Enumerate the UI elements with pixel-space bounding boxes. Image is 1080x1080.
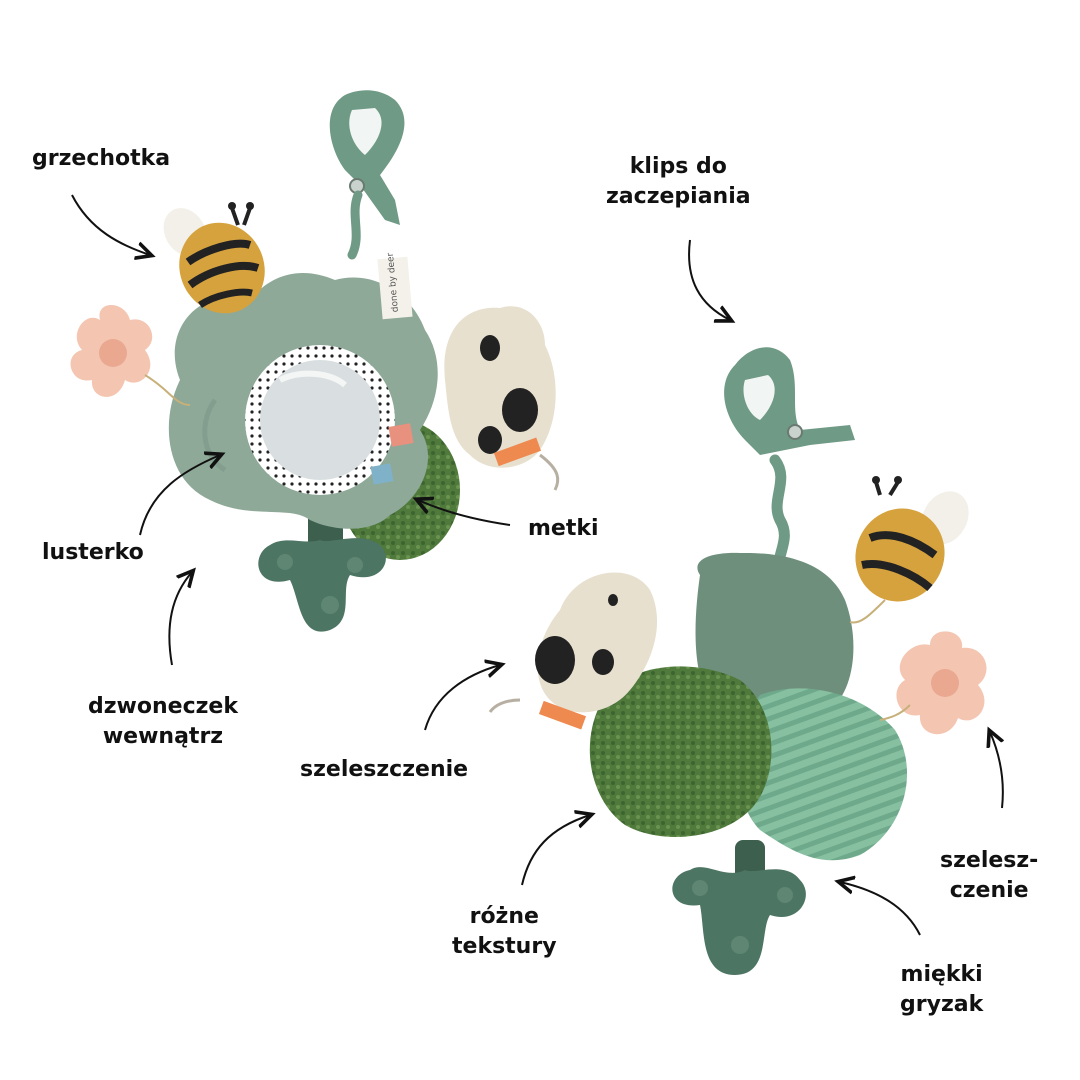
label-teether-line1: miękki bbox=[900, 962, 983, 987]
left-bee bbox=[163, 202, 265, 314]
label-rattle-text: grzechotka bbox=[32, 146, 171, 171]
arrow-crinkle-right bbox=[990, 732, 1003, 809]
label-teether: miękki gryzak bbox=[900, 960, 983, 1020]
arrow-tags bbox=[418, 500, 511, 526]
label-mirror-text: lusterko bbox=[42, 540, 144, 565]
label-textures: różne tekstury bbox=[452, 902, 557, 962]
label-tags-text: metki bbox=[528, 516, 599, 541]
label-clip: klips do zaczepiania bbox=[606, 152, 751, 212]
arrow-rattle bbox=[71, 194, 150, 255]
arrow-bell bbox=[168, 572, 192, 666]
tag-pink bbox=[388, 423, 414, 447]
arrow-crinkle-left bbox=[424, 665, 500, 731]
right-cow bbox=[488, 572, 658, 730]
left-flower bbox=[70, 305, 191, 406]
label-crinkle-right: szelesz- czenie bbox=[940, 846, 1038, 906]
label-crinkle-right-line1: szelesz- bbox=[940, 848, 1039, 873]
callout-arrows bbox=[71, 194, 1003, 936]
label-clip-line1: klips do bbox=[629, 154, 727, 179]
right-flower bbox=[879, 631, 987, 735]
label-crinkle-right-line2: czenie bbox=[949, 878, 1029, 903]
right-clip bbox=[724, 347, 855, 576]
textured-lobe bbox=[589, 666, 772, 837]
left-cow bbox=[444, 306, 560, 491]
label-bell-line1: dzwoneczek bbox=[88, 694, 238, 719]
label-textures-line1: różne bbox=[469, 904, 539, 929]
label-teether-line2: gryzak bbox=[900, 992, 984, 1017]
left-toy: done by deer bbox=[70, 90, 560, 632]
arrow-teether bbox=[840, 882, 921, 936]
right-toy bbox=[488, 347, 987, 975]
left-teether bbox=[258, 505, 386, 632]
arrow-clip bbox=[688, 239, 730, 320]
left-clip bbox=[329, 90, 405, 260]
tag-blue bbox=[370, 463, 394, 485]
arrow-textures bbox=[521, 815, 590, 886]
label-clip-line2: zaczepiania bbox=[606, 184, 751, 209]
label-mirror: lusterko bbox=[42, 538, 144, 568]
label-rattle: grzechotka bbox=[32, 144, 170, 174]
arrow-mirror bbox=[139, 455, 220, 536]
mirror bbox=[245, 345, 395, 495]
label-tags: metki bbox=[528, 514, 599, 544]
label-bell-line2: wewnątrz bbox=[102, 724, 224, 749]
right-teether bbox=[672, 840, 806, 975]
label-crinkle-left-text: szeleszczenie bbox=[300, 757, 469, 782]
label-textures-line2: tekstury bbox=[452, 934, 557, 959]
label-crinkle-left: szeleszczenie bbox=[300, 755, 468, 785]
right-bee bbox=[849, 476, 969, 624]
label-bell: dzwoneczek wewnątrz bbox=[88, 692, 238, 752]
